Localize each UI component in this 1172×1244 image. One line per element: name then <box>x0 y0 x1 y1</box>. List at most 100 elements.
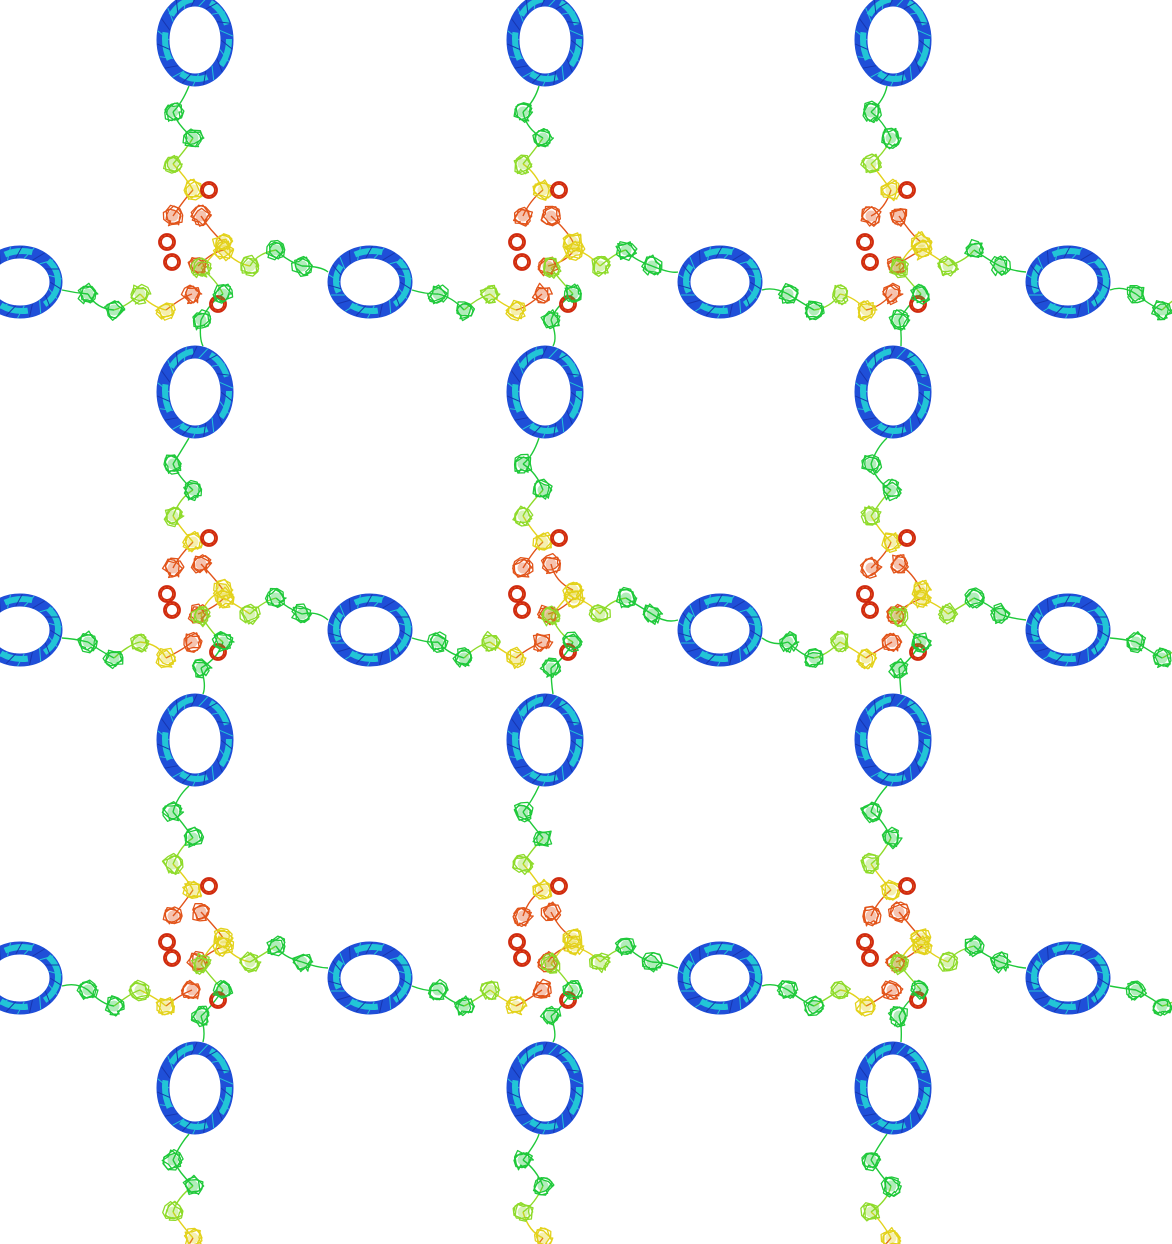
linker-h0-1-l2 <box>249 249 277 267</box>
domain-h2-0-r0 <box>76 979 99 1001</box>
domain-v2-1-d1 <box>532 830 553 847</box>
linker-h0-1-r4 <box>515 293 543 311</box>
domain-h2-2-r0 <box>776 979 799 999</box>
ring-v1-0 <box>156 345 234 439</box>
ring-v0-0 <box>156 0 234 87</box>
linker-v1-1-d2 <box>522 489 544 517</box>
domain-h0-3-l0 <box>989 255 1012 277</box>
linker-h2-2-l2 <box>599 945 627 963</box>
domain-v3-1-d3 <box>533 1226 554 1244</box>
ring-h0-3 <box>1025 245 1111 319</box>
linker-h1-3-l4 <box>895 597 923 615</box>
linker-v1-0-d3 <box>172 515 194 543</box>
linker-h2-3-l2 <box>947 945 975 963</box>
domain-v2-1-d2 <box>512 853 535 876</box>
domain-v3-2-d2 <box>860 1202 881 1222</box>
domain-v3-0-u3 <box>213 927 234 949</box>
linker-v1-2-d1 <box>870 463 892 491</box>
domain-h1-3-r1 <box>1152 647 1172 669</box>
linker-v3-1-d1 <box>522 1159 544 1187</box>
linker-v3-2-d1 <box>870 1159 892 1187</box>
domain-v1-0-d0 <box>163 454 182 475</box>
linker-v1-1-d1 <box>522 463 544 491</box>
linker-v3-2-d3 <box>870 1211 892 1239</box>
domain-h2-1-l0 <box>291 953 314 973</box>
linker-h2-3-l0 <box>999 961 1027 969</box>
domain-h1-2-l2 <box>588 604 611 623</box>
linker-h0-3-l0 <box>999 265 1027 273</box>
domain-v1-2-d2 <box>860 505 882 526</box>
domain-v0-1-d1 <box>532 127 555 148</box>
linker-v1-1-u0 <box>550 319 556 347</box>
linker-v3-1-d4 <box>537 1237 544 1244</box>
linker-h2-1-r4 <box>515 989 543 1007</box>
domain-v3-2-u4 <box>887 901 911 924</box>
junction-bead-h0-1-l <box>163 253 181 271</box>
linker-v3-0-u4 <box>200 911 224 939</box>
linker-v1-0-d0 <box>172 437 190 465</box>
domain-v2-2-u4 <box>890 554 909 574</box>
junction-bead-v2-0-u <box>200 529 218 547</box>
linker-h1-3-r1 <box>1135 641 1163 659</box>
domain-h2-2-r3 <box>854 995 877 1017</box>
junction-bead-v1-1-d <box>508 585 526 603</box>
linker-h0-3-l1 <box>973 249 1001 267</box>
linker-v0-0-d1 <box>172 111 194 139</box>
domain-h1-0-r0 <box>76 630 98 654</box>
domain-v0-0-d4 <box>162 204 184 227</box>
linker-v2-0-u0 <box>200 667 206 695</box>
linker-v3-2-u2 <box>898 963 922 991</box>
linker-v3-0-d4 <box>188 1237 194 1244</box>
domain-v1-0-d4 <box>161 557 185 579</box>
linker-v3-2-d2 <box>870 1185 892 1213</box>
domain-v0-2-d1 <box>881 127 902 150</box>
domain-v1-1-u4 <box>540 205 562 227</box>
domain-h1-2-r3 <box>856 648 878 670</box>
linker-h1-1-r4 <box>515 641 543 659</box>
linker-h1-2-r4 <box>865 641 893 659</box>
domain-h1-0-r3 <box>155 647 177 669</box>
linker-v0-0-d3 <box>172 163 194 191</box>
domain-v2-1-u0 <box>539 657 562 679</box>
linker-h1-2-l2 <box>599 597 627 615</box>
ring-v3-2 <box>854 1041 932 1135</box>
domain-v3-0-u1 <box>212 979 234 1000</box>
junction-bead-h0-2-r <box>909 295 927 313</box>
linker-v0-2-d3 <box>870 163 892 191</box>
domain-h0-2-l0 <box>641 254 663 276</box>
linker-v3-1-d2 <box>522 1185 544 1213</box>
linker-h2-0-r3 <box>139 989 167 1007</box>
domain-v1-1-d0 <box>513 453 533 474</box>
linker-h1-1-l2 <box>249 597 277 615</box>
linker-h1-3-l0 <box>999 613 1027 621</box>
domain-h1-3-l0 <box>990 602 1011 625</box>
domain-h0-1-r4 <box>531 282 553 304</box>
linker-h1-3-l1 <box>973 597 1001 615</box>
domain-h0-2-r0 <box>777 282 799 304</box>
linker-h2-0-r0 <box>61 984 89 991</box>
linker-v2-2-u0 <box>898 667 902 695</box>
linker-h1-1-l4 <box>197 597 225 615</box>
domain-v3-2-u2 <box>888 954 910 976</box>
linker-v3-2-d4 <box>884 1237 892 1244</box>
junction-bead-h2-3-l <box>861 949 879 967</box>
junction-bead-v1-1-u <box>550 181 568 199</box>
domain-v3-0-d0 <box>161 1148 184 1171</box>
linker-h1-3-r0 <box>1109 637 1137 643</box>
linker-h2-3-r1 <box>1135 989 1163 1007</box>
linker-h2-1-l1 <box>275 945 303 963</box>
domain-h0-1-r0 <box>427 284 449 305</box>
junction-bead-v2-2-d <box>856 933 874 951</box>
domain-h0-1-l1 <box>265 239 286 261</box>
linker-h0-2-r2 <box>813 293 841 311</box>
domain-v3-2-u3 <box>909 928 932 950</box>
linker-v2-0-d2 <box>172 837 194 865</box>
linker-v1-2-u0 <box>898 319 902 347</box>
domain-v0-0-d0 <box>164 102 185 123</box>
linker-h1-1-r2 <box>463 641 491 659</box>
junction-bead-v2-2-u <box>898 529 916 547</box>
linker-h0-1-l3 <box>223 249 251 267</box>
ring-h0-2 <box>677 245 763 319</box>
linker-v2-1-u0 <box>550 667 554 695</box>
